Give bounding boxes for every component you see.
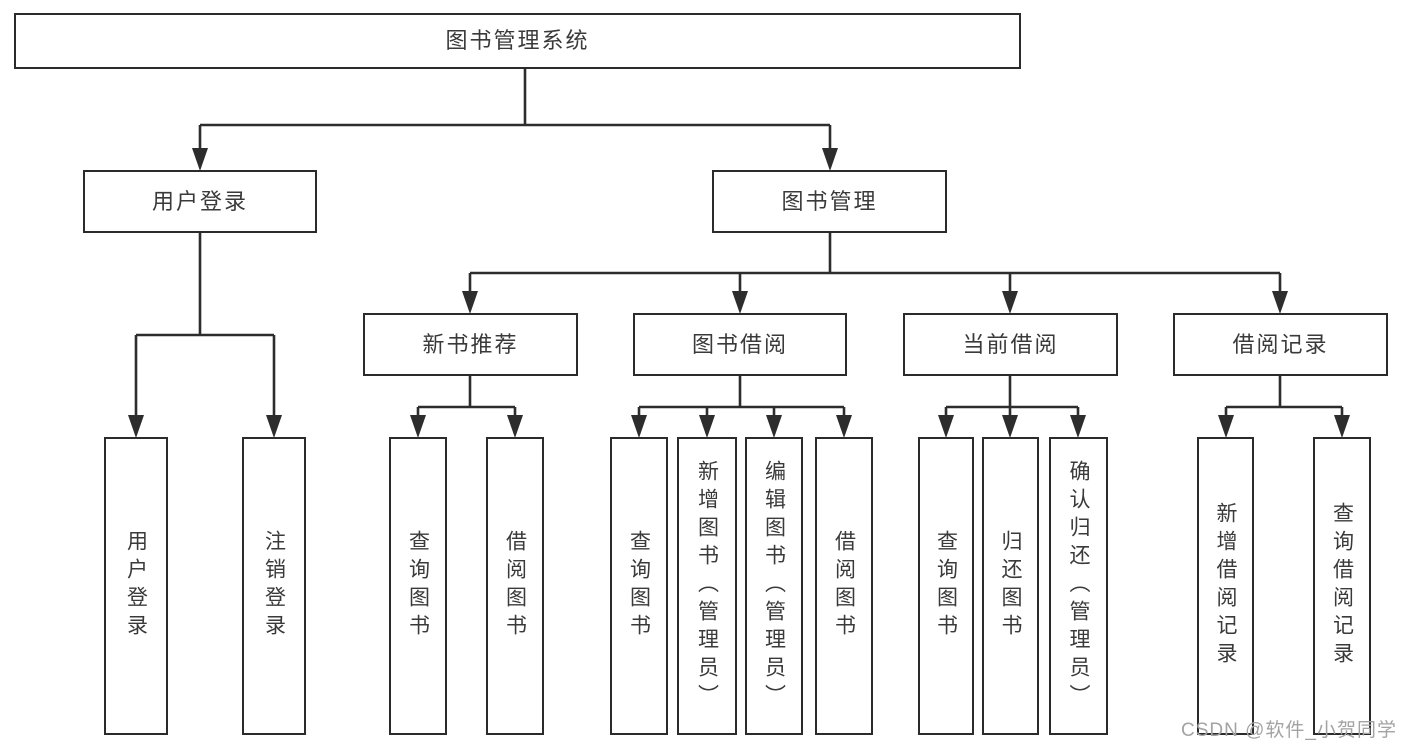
node-borrowing-records: 借阅记录	[1173, 313, 1388, 376]
connector-book-management-branch	[462, 233, 1288, 314]
node-logout-action: 注销登录	[242, 437, 306, 735]
connector-book-borrowing-branch	[631, 376, 852, 438]
node-current-borrowing: 当前借阅	[903, 313, 1118, 376]
node-borrow-books-borrowing: 借阅图书	[815, 437, 873, 735]
node-borrow-books-recommend: 借阅图书	[486, 437, 544, 735]
node-add-books-admin: 新增图书（管理员）	[677, 437, 737, 735]
node-root-system: 图书管理系统	[14, 13, 1021, 69]
watermark: CSDN @软件_小贺同学	[1181, 720, 1397, 741]
node-new-book-recommend: 新书推荐	[363, 313, 578, 376]
node-user-login: 用户登录	[83, 170, 317, 233]
connector-user-login-branch	[128, 233, 282, 438]
node-book-borrowing: 图书借阅	[633, 313, 847, 376]
connector-borrowing-records-branch	[1218, 376, 1350, 438]
connector-new-book-recommend-branch	[410, 376, 523, 438]
node-edit-books-admin: 编辑图书（管理员）	[745, 437, 803, 735]
node-add-borrow-record: 新增借阅记录	[1197, 437, 1254, 735]
node-query-books-recommend: 查询图书	[389, 437, 447, 735]
node-book-management: 图书管理	[712, 170, 947, 233]
node-query-books-current: 查询图书	[918, 437, 974, 735]
node-query-books-borrowing: 查询图书	[610, 437, 668, 735]
connector-root-branch	[192, 69, 838, 171]
node-user-login-action: 用户登录	[104, 437, 168, 735]
node-return-books: 归还图书	[982, 437, 1039, 735]
node-query-borrow-record: 查询借阅记录	[1313, 437, 1371, 735]
connector-current-borrowing-branch	[938, 376, 1086, 438]
node-confirm-return-admin: 确认归还（管理员）	[1049, 437, 1108, 735]
